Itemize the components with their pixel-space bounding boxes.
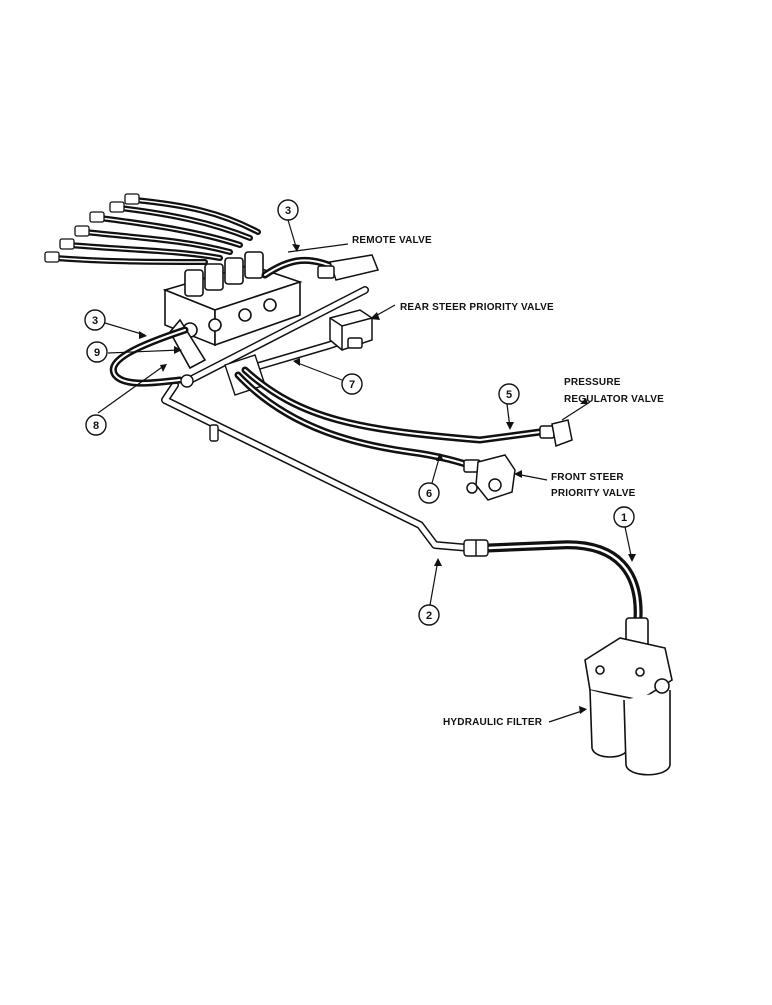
- svg-text:8: 8: [93, 420, 99, 432]
- hose-2-fitting: [463, 539, 489, 557]
- callout-3-top: 3: [277, 199, 299, 221]
- rear-steer-priority-valve: [329, 309, 373, 351]
- callout-2: 2: [418, 604, 440, 626]
- svg-text:6: 6: [426, 488, 432, 500]
- front-steer-priority-valve: [463, 454, 516, 501]
- remote-valve-hoses: [52, 197, 261, 265]
- svg-text:7: 7: [349, 379, 355, 391]
- callout-5: 5: [498, 383, 520, 405]
- manifold-bracket: [180, 354, 266, 442]
- callout-7: 7: [341, 373, 363, 395]
- hose-fittings: [44, 193, 140, 263]
- label-pressure-regulator-line1: PRESSURE: [564, 377, 621, 388]
- callout-6: 6: [418, 482, 440, 504]
- label-rear-steer-priority-valve: REAR STEER PRIORITY VALVE: [400, 302, 554, 313]
- svg-text:3: 3: [92, 315, 98, 327]
- svg-text:5: 5: [506, 389, 512, 401]
- hose-3-left: [109, 326, 189, 387]
- remote-valve-fitting: [317, 254, 380, 281]
- leader-lines: [97, 219, 633, 723]
- rigid-tubes: [161, 286, 474, 552]
- callout-9: 9: [86, 341, 108, 363]
- callout-3-left: 3: [84, 309, 106, 331]
- label-front-steer-line1: FRONT STEER: [551, 472, 624, 483]
- pressure-regulator-valve: [539, 419, 573, 448]
- label-front-steer-line2: PRIORITY VALVE: [551, 488, 636, 499]
- label-hydraulic-filter: HYDRAULIC FILTER: [443, 717, 543, 728]
- svg-text:1: 1: [621, 512, 627, 524]
- label-pressure-regulator-line2: REGULATOR VALVE: [564, 394, 664, 405]
- arrowheads: [139, 244, 636, 714]
- hydraulic-filter: [584, 617, 673, 776]
- hoses-5-6: [234, 366, 544, 472]
- svg-text:9: 9: [94, 347, 100, 359]
- label-remote-valve: REMOTE VALVE: [352, 235, 432, 246]
- hose-1: [483, 540, 643, 623]
- svg-text:3: 3: [285, 205, 291, 217]
- callout-1: 1: [613, 506, 635, 528]
- svg-text:2: 2: [426, 610, 432, 622]
- callout-8: 8: [85, 414, 107, 436]
